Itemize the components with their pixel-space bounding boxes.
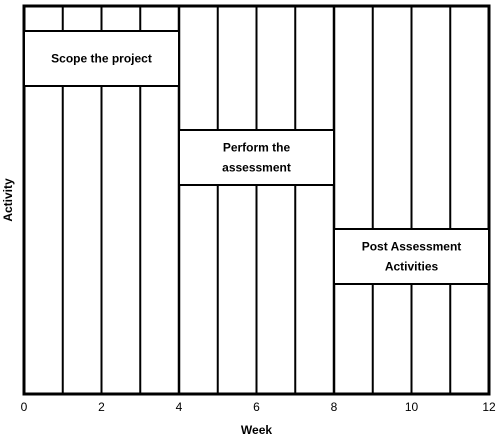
task-label: Post Assessment xyxy=(362,240,462,254)
task-label: Perform the xyxy=(223,141,291,155)
task-bar-rect xyxy=(333,228,490,285)
x-tick-label: 10 xyxy=(405,400,419,414)
task-label: Activities xyxy=(385,260,439,274)
x-axis-ticks: 0 2 4 6 8 10 12 xyxy=(21,400,496,414)
y-axis-title: Activity xyxy=(1,178,15,222)
x-tick-label: 0 xyxy=(21,400,28,414)
plot-frame xyxy=(22,4,491,396)
x-tick-label: 12 xyxy=(482,400,496,414)
task-label: assessment xyxy=(222,161,291,175)
x-tick-label: 2 xyxy=(98,400,105,414)
task-bar-rect xyxy=(23,30,180,87)
x-tick-label: 4 xyxy=(176,400,183,414)
task-bar-rect xyxy=(178,129,335,186)
task-bar: Scope the project xyxy=(23,30,180,87)
x-tick-label: 8 xyxy=(331,400,338,414)
x-tick-label: 6 xyxy=(253,400,260,414)
x-axis-title: Week xyxy=(241,423,272,437)
task-bar: Perform the assessment xyxy=(178,129,335,186)
task-label: Scope the project xyxy=(51,52,152,66)
